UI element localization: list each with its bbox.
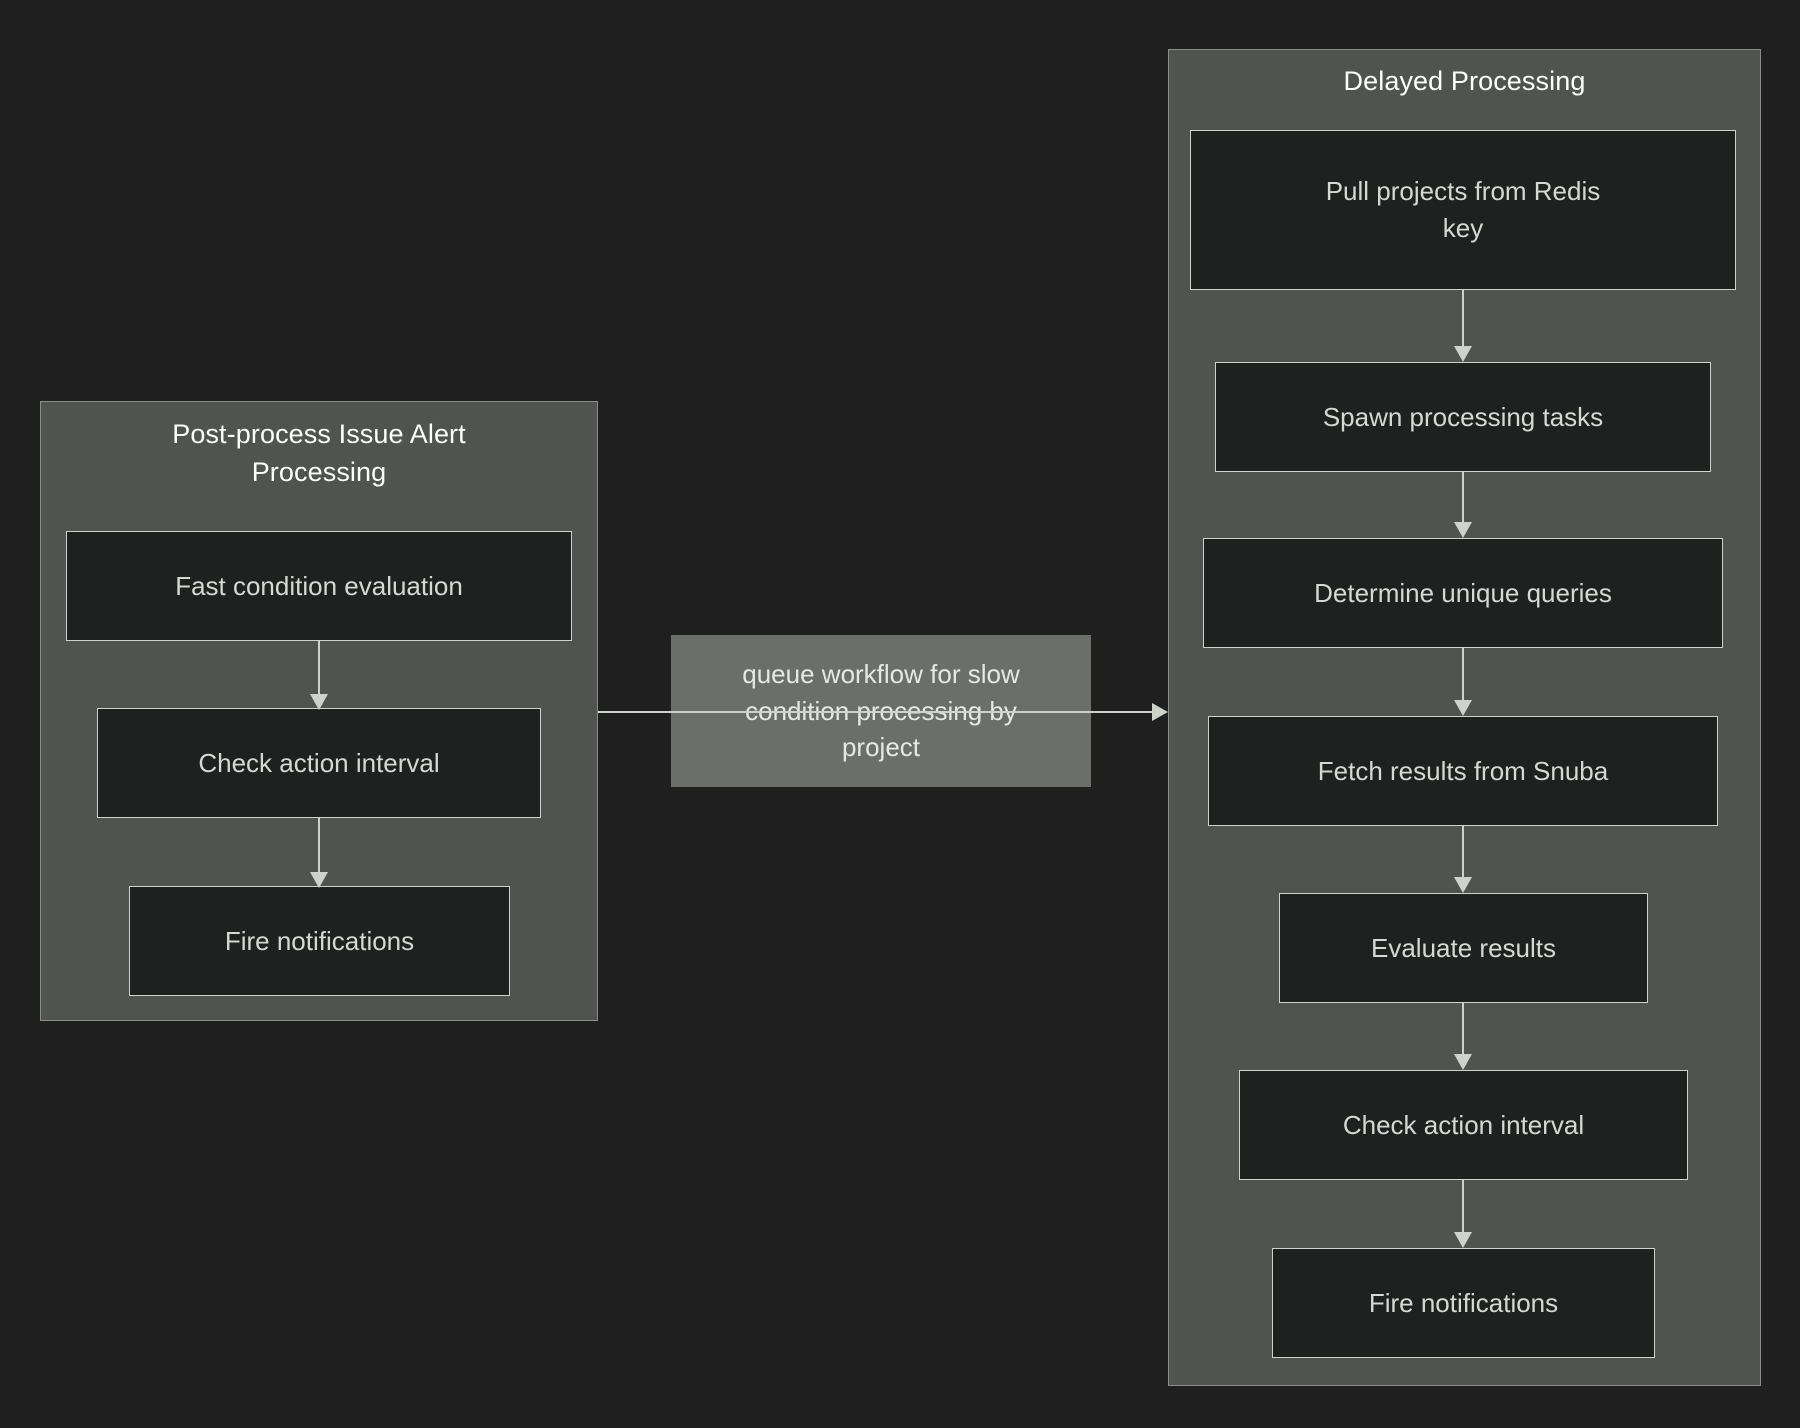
- subgraph-title-right: Delayed Processing: [1343, 66, 1586, 96]
- node-fetch-results-from-snuba[interactable]: Fetch results from Snuba: [1208, 716, 1718, 826]
- node-pull-projects-from-redis-key[interactable]: Pull projects from Redis key: [1190, 130, 1736, 290]
- subgraph-title-left: Post-process Issue Alert Processing: [172, 419, 466, 488]
- node-fire-notifications-right[interactable]: Fire notifications: [1272, 1248, 1655, 1358]
- edge-label-queue-workflow: queue workflow for slow condition proces…: [671, 635, 1091, 787]
- node-spawn-processing-tasks[interactable]: Spawn processing tasks: [1215, 362, 1711, 472]
- node-fast-condition-evaluation[interactable]: Fast condition evaluation: [66, 531, 572, 641]
- node-check-action-interval-left[interactable]: Check action interval: [97, 708, 541, 818]
- node-fire-notifications-left[interactable]: Fire notifications: [129, 886, 510, 996]
- node-check-action-interval-right[interactable]: Check action interval: [1239, 1070, 1688, 1180]
- node-evaluate-results[interactable]: Evaluate results: [1279, 893, 1648, 1003]
- node-determine-unique-queries[interactable]: Determine unique queries: [1203, 538, 1723, 648]
